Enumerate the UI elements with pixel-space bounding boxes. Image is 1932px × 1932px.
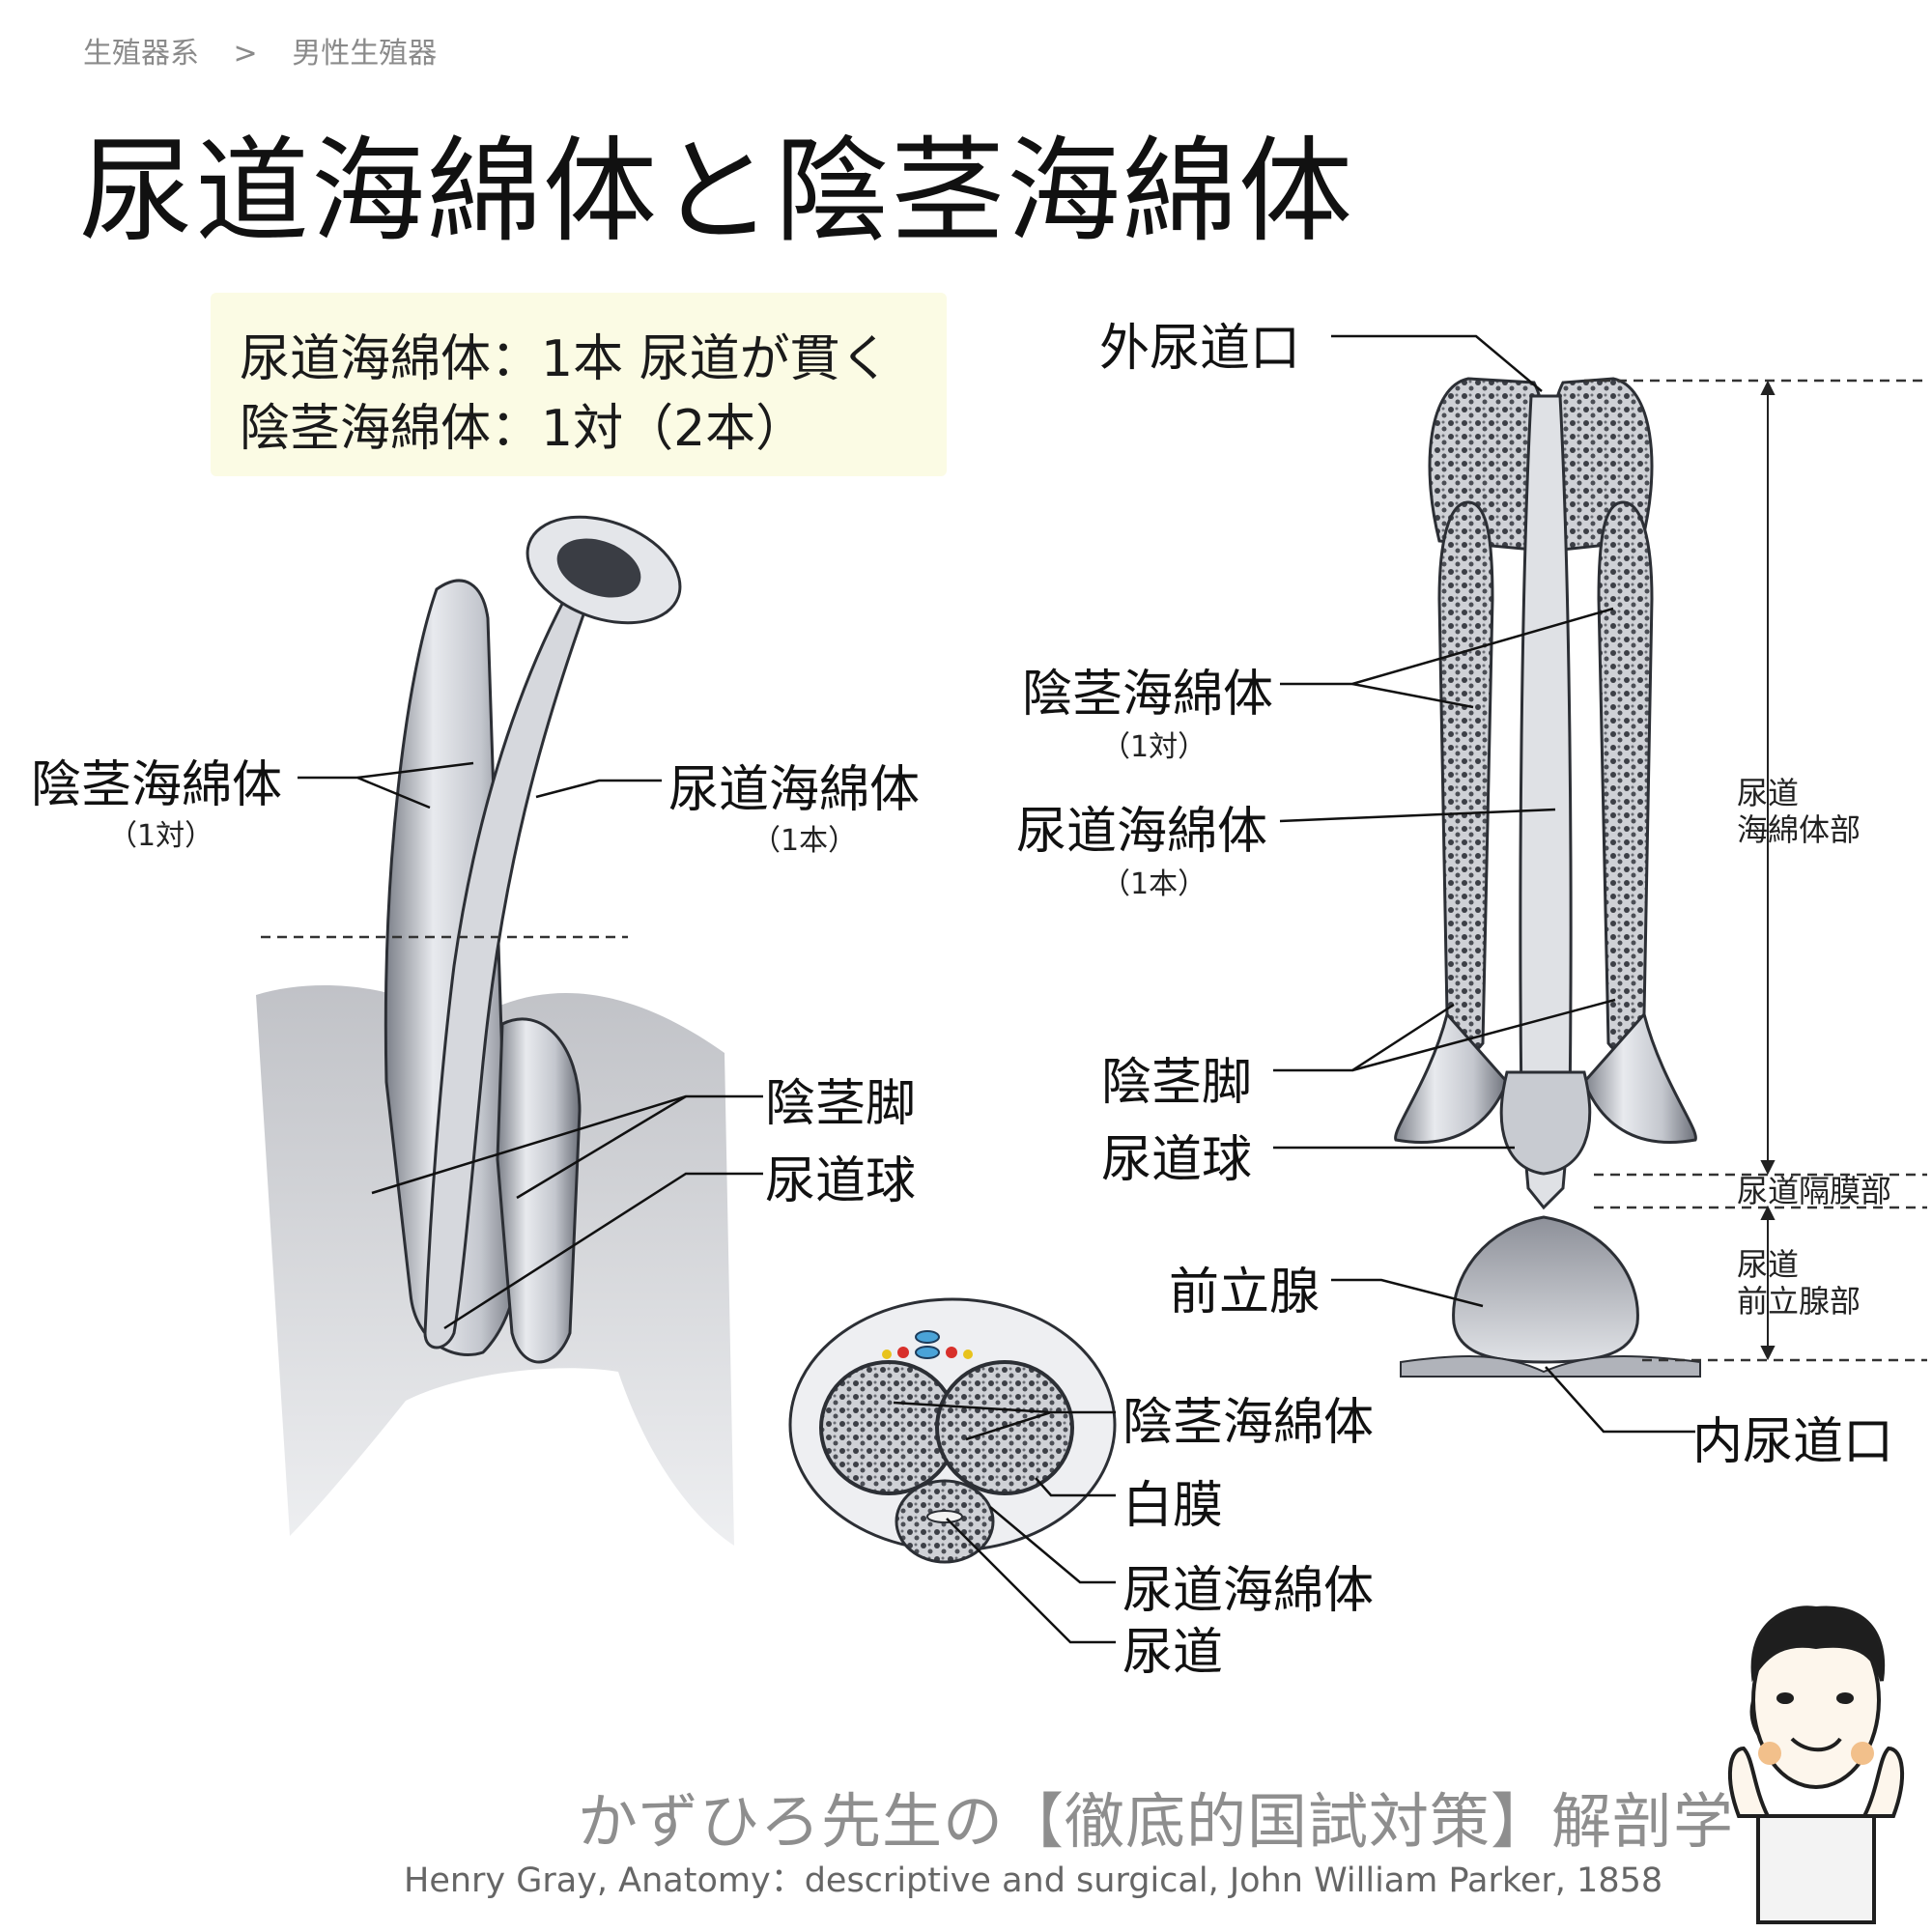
teacher-avatar xyxy=(1727,1605,1905,1924)
left-leader-lines xyxy=(298,761,763,1330)
right-label-membranous-part: 尿道隔膜部 xyxy=(1737,1173,1892,1209)
right-figure xyxy=(1394,377,1701,1378)
breadcrumb-parent[interactable]: 生殖器系 xyxy=(83,37,199,71)
left-label-corpora-cavernosa-count: （1対） xyxy=(108,819,214,853)
right-spongiosum xyxy=(1519,394,1573,1210)
breadcrumb-separator: > xyxy=(233,37,258,71)
right-label-crus: 陰茎脚 xyxy=(1101,1054,1253,1112)
cross-label-urethra: 尿道 xyxy=(1122,1624,1224,1682)
left-label-bulb: 尿道球 xyxy=(765,1152,917,1210)
cross-leader-lines xyxy=(893,1401,1116,1644)
prostatic-part-line1: 尿道 xyxy=(1737,1246,1800,1283)
cross-label-tunica-albuginea: 白膜 xyxy=(1122,1477,1224,1535)
right-dashed-lines xyxy=(1584,379,1927,1362)
right-crus-right xyxy=(1582,1010,1697,1144)
summary-box: 尿道海綿体：1本 尿道が貫く 陰茎海綿体：1対（2本） xyxy=(211,293,947,476)
right-crus-left xyxy=(1394,1010,1509,1144)
right-cavernosa-left xyxy=(1437,500,1494,1055)
right-label-internal-orifice: 内尿道口 xyxy=(1692,1413,1894,1471)
right-label-corpora-cavernosa-count: （1対） xyxy=(1101,730,1208,764)
spongy-part-line2: 海綿体部 xyxy=(1737,811,1861,848)
summary-line-spongiosum: 尿道海綿体：1本 尿道が貫く xyxy=(240,330,891,388)
summary-line-cavernosa: 陰茎海綿体：1対（2本） xyxy=(240,400,807,458)
right-label-corpus-spongiosum: 尿道海綿体 xyxy=(1016,803,1268,861)
left-label-corpus-spongiosum-count: （1本） xyxy=(752,824,858,858)
spongy-part-line1: 尿道 xyxy=(1737,775,1800,811)
right-label-bulb: 尿道球 xyxy=(1101,1131,1253,1189)
right-brackets xyxy=(1760,380,1776,1361)
right-label-external-orifice: 外尿道口 xyxy=(1099,320,1301,378)
left-cavernosa-right xyxy=(496,1017,582,1364)
prostatic-part-line2: 前立腺部 xyxy=(1737,1283,1861,1320)
right-label-prostate: 前立腺 xyxy=(1169,1264,1321,1321)
left-label-corpora-cavernosa: 陰茎海綿体 xyxy=(31,756,283,814)
cross-urethra xyxy=(926,1510,963,1523)
breadcrumb-current: 男性生殖器 xyxy=(292,37,438,71)
cross-section xyxy=(788,1297,1117,1564)
right-label-prostatic-part: 尿道 前立腺部 xyxy=(1737,1246,1861,1320)
right-prostate xyxy=(1452,1215,1639,1364)
footer-credit: Henry Gray, Anatomy：descriptive and surg… xyxy=(404,1861,1663,1900)
left-spongiosum xyxy=(423,583,590,1350)
cross-label-corpora-cavernosa: 陰茎海綿体 xyxy=(1122,1394,1375,1452)
page-title: 尿道海綿体と陰茎海綿体 xyxy=(79,125,1355,258)
right-cavernosa-right xyxy=(1597,500,1654,1055)
right-leader-lines xyxy=(1273,334,1695,1434)
cross-label-corpus-spongiosum: 尿道海綿体 xyxy=(1122,1562,1375,1620)
left-label-crus: 陰茎脚 xyxy=(765,1075,917,1133)
left-figure xyxy=(256,515,734,1546)
left-label-corpus-spongiosum: 尿道海綿体 xyxy=(668,761,921,819)
breadcrumb: 生殖器系 > 男性生殖器 xyxy=(83,29,437,71)
right-label-corpora-cavernosa: 陰茎海綿体 xyxy=(1022,666,1274,724)
right-label-spongy-part: 尿道 海綿体部 xyxy=(1737,775,1861,848)
right-label-corpus-spongiosum-count: （1本） xyxy=(1101,867,1208,901)
right-bulb xyxy=(1499,1070,1592,1176)
footer-brand: かずひろ先生の【徹底的国試対策】解剖学 xyxy=(578,1786,1735,1857)
